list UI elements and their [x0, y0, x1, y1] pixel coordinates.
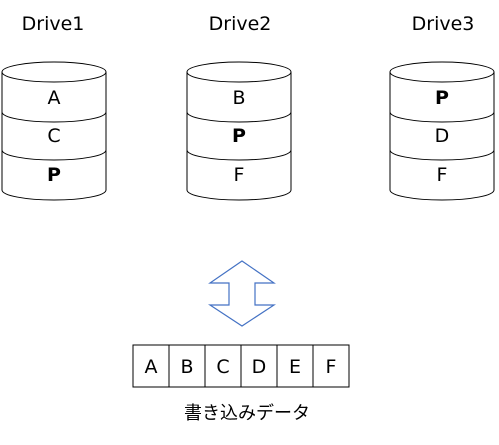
drive-cylinder-body	[1, 72, 107, 201]
write-data-cell-label: F	[326, 356, 337, 378]
drive-title: Drive2	[209, 13, 272, 35]
write-data-cell-label: E	[289, 356, 301, 378]
data-block-label: D	[435, 125, 450, 147]
drive-1: Drive1 A C P	[1, 13, 107, 201]
write-data-cell	[312, 344, 350, 388]
write-data-cell-label: C	[216, 356, 229, 378]
data-block-label: F	[437, 164, 448, 186]
drive-title: Drive3	[412, 13, 475, 35]
write-data-cell-label: B	[180, 356, 193, 378]
drive-title: Drive1	[22, 13, 85, 35]
data-block-label: B	[232, 87, 245, 109]
parity-block-label: P	[232, 125, 246, 147]
block-separator	[389, 111, 495, 123]
drive-3: Drive3 P D F	[389, 13, 495, 201]
write-data-caption: 書き込みデータ	[184, 403, 310, 424]
drive-cylinder-top	[389, 61, 495, 83]
parity-block-label: P	[47, 164, 61, 186]
data-block-label: F	[234, 164, 245, 186]
write-data-row: A B C D E F	[132, 344, 350, 388]
drive-cylinder-top	[186, 61, 292, 83]
drive-cylinder-body	[389, 72, 495, 201]
write-data-cell-label: D	[252, 356, 267, 378]
block-separator	[186, 111, 292, 123]
double-headed-vertical-arrow-icon	[207, 260, 277, 327]
data-block-label: C	[47, 125, 60, 147]
block-separator	[1, 149, 107, 161]
drive-cylinder-top	[1, 61, 107, 83]
block-separator	[1, 111, 107, 123]
block-separator	[389, 149, 495, 161]
drive-cylinder-body	[186, 72, 292, 201]
parity-block-label: P	[435, 87, 449, 109]
write-data-cell-label: A	[145, 356, 158, 378]
block-separator	[186, 149, 292, 161]
drive-2: Drive2 B P F	[186, 13, 292, 201]
data-block-label: A	[48, 87, 61, 109]
